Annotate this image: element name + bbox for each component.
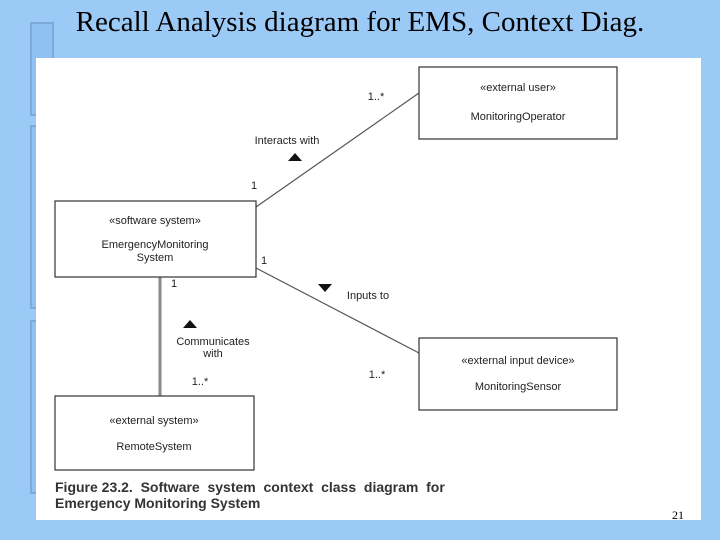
interacts-with-line: [255, 92, 420, 208]
remote-multiplicity: 1..*: [192, 376, 209, 388]
class-box-remote-system: «external system» RemoteSystem: [54, 395, 255, 471]
operator-multiplicity: 1..*: [368, 91, 385, 103]
class-box-emergency-monitoring-system: «software system» EmergencyMonitoring Sy…: [54, 200, 257, 278]
communicates-with-label-line-1: Communicates: [176, 336, 250, 348]
monitoring-sensor-name: MonitoringSensor: [475, 381, 562, 393]
communicates-with-label-line-2: with: [202, 348, 223, 360]
context-class-diagram: «external user» MonitoringOperator «soft…: [54, 66, 628, 511]
monitoring-operator-stereotype: «external user»: [480, 82, 556, 94]
inputs-to-line: [255, 267, 420, 354]
inputs-to-label: Inputs to: [347, 290, 389, 302]
communicates-system-multiplicity: 1: [171, 278, 177, 290]
figure-caption-line-1: Figure 23.2. Software system context cla…: [55, 479, 445, 495]
sensor-multiplicity: 1..*: [369, 369, 386, 381]
remote-system-name: RemoteSystem: [116, 441, 191, 453]
communicates-direction-arrow-icon: [183, 320, 197, 328]
ems-stereotype: «software system»: [109, 215, 201, 227]
interacts-system-multiplicity: 1: [251, 180, 257, 192]
page-number: 21: [672, 508, 684, 522]
monitoring-sensor-stereotype: «external input device»: [461, 355, 574, 367]
ems-name-line-1: EmergencyMonitoring: [102, 239, 209, 251]
interacts-direction-arrow-icon: [288, 153, 302, 161]
figure-caption-line-2: Emergency Monitoring System: [55, 495, 260, 511]
class-box-monitoring-sensor: «external input device» MonitoringSensor: [418, 337, 618, 411]
class-box-monitoring-operator: «external user» MonitoringOperator: [418, 66, 628, 141]
interacts-with-label: Interacts with: [255, 135, 320, 147]
diagram-panel: «external user» MonitoringOperator «soft…: [36, 58, 701, 520]
monitoring-operator-name: MonitoringOperator: [471, 111, 566, 123]
slide-title: Recall Analysis diagram for EMS, Context…: [75, 6, 645, 38]
remote-system-stereotype: «external system»: [109, 415, 198, 427]
ems-name-line-2: System: [137, 252, 174, 264]
inputs-system-multiplicity: 1: [261, 255, 267, 267]
inputs-direction-arrow-icon: [318, 284, 332, 292]
